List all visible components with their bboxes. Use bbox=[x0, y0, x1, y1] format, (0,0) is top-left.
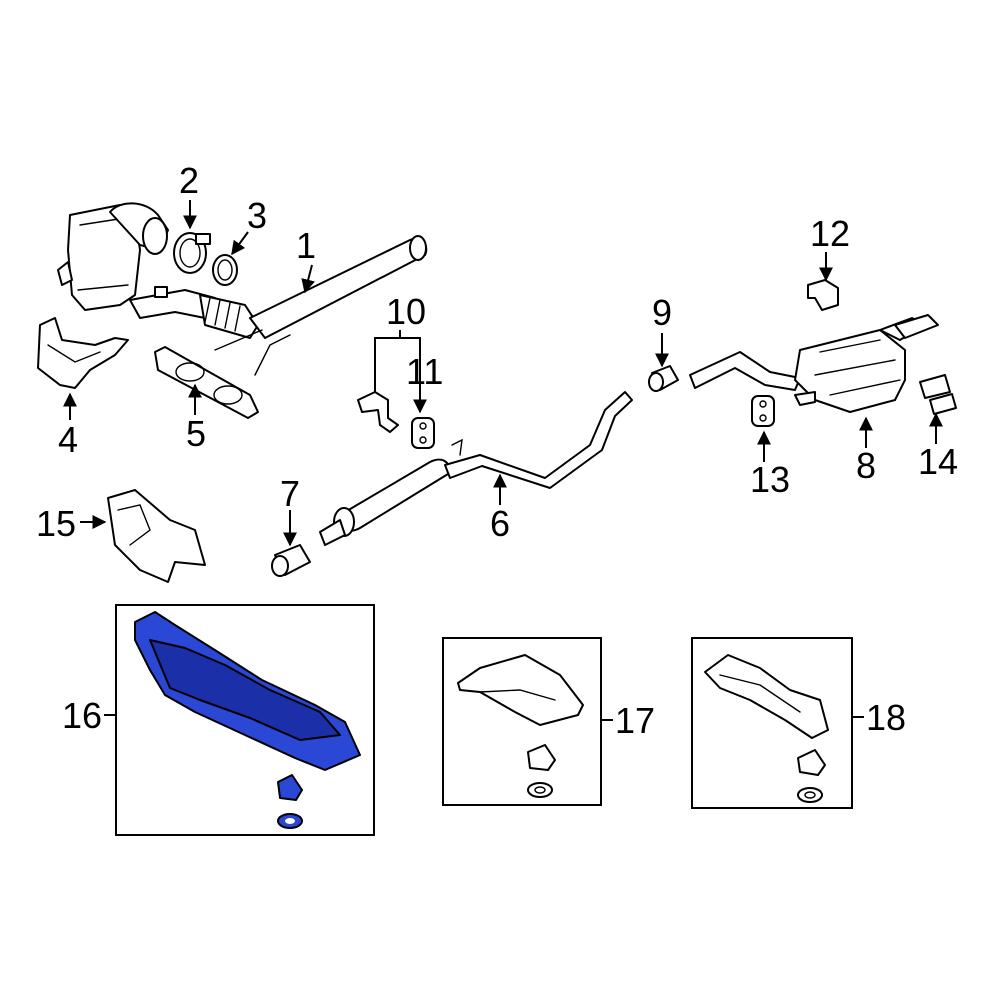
callout-13: 13 bbox=[750, 459, 790, 500]
callout-9: 9 bbox=[652, 292, 672, 333]
part-17-box bbox=[442, 637, 602, 806]
callout-18: 18 bbox=[866, 697, 906, 738]
part-16-box bbox=[115, 604, 375, 836]
callout-labels: 1 2 3 4 5 6 7 8 9 10 11 12 13 14 15 16 1… bbox=[36, 160, 958, 741]
callout-6: 6 bbox=[490, 503, 510, 544]
callout-2: 2 bbox=[179, 160, 199, 201]
callout-14: 14 bbox=[918, 441, 958, 482]
part-1-front-pipe-catalytic-converter[interactable] bbox=[57, 202, 428, 376]
part-16-heat-shield-highlighted[interactable] bbox=[134, 611, 361, 829]
part-15-heat-shield[interactable] bbox=[107, 489, 206, 583]
callout-12: 12 bbox=[810, 213, 850, 254]
part-13-hanger[interactable] bbox=[751, 395, 775, 427]
callout-3: 3 bbox=[247, 195, 267, 236]
callout-17: 17 bbox=[615, 700, 655, 741]
part-18-heat-shield[interactable] bbox=[704, 654, 829, 803]
callout-7: 7 bbox=[280, 473, 300, 514]
callout-1: 1 bbox=[296, 225, 316, 266]
part-14-tailpipe-tips[interactable] bbox=[919, 374, 957, 415]
callout-10: 10 bbox=[386, 291, 426, 332]
part-8-rear-muffler[interactable] bbox=[689, 314, 939, 413]
callout-16: 16 bbox=[62, 695, 102, 736]
part-6-intermediate-pipe-resonator[interactable] bbox=[319, 391, 633, 546]
part-7-clamp[interactable] bbox=[271, 544, 311, 577]
part-17-heat-shield[interactable] bbox=[457, 654, 584, 798]
part-9-clamp[interactable] bbox=[648, 365, 679, 392]
part-10-bracket[interactable] bbox=[357, 391, 399, 433]
callout-8: 8 bbox=[856, 445, 876, 486]
callout-11: 11 bbox=[406, 351, 443, 392]
callout-15: 15 bbox=[36, 503, 76, 544]
callout-4: 4 bbox=[58, 419, 78, 460]
leader-lines bbox=[63, 200, 943, 721]
part-11-hanger[interactable] bbox=[411, 417, 435, 449]
callout-5: 5 bbox=[186, 413, 206, 454]
part-3-gasket[interactable] bbox=[212, 254, 238, 286]
part-4-heat-shield[interactable] bbox=[37, 317, 129, 389]
part-18-box bbox=[691, 637, 853, 809]
part-2-clamp[interactable] bbox=[173, 232, 211, 274]
part-5-flange-gasket[interactable] bbox=[154, 346, 259, 419]
part-12-bracket[interactable] bbox=[807, 279, 839, 311]
